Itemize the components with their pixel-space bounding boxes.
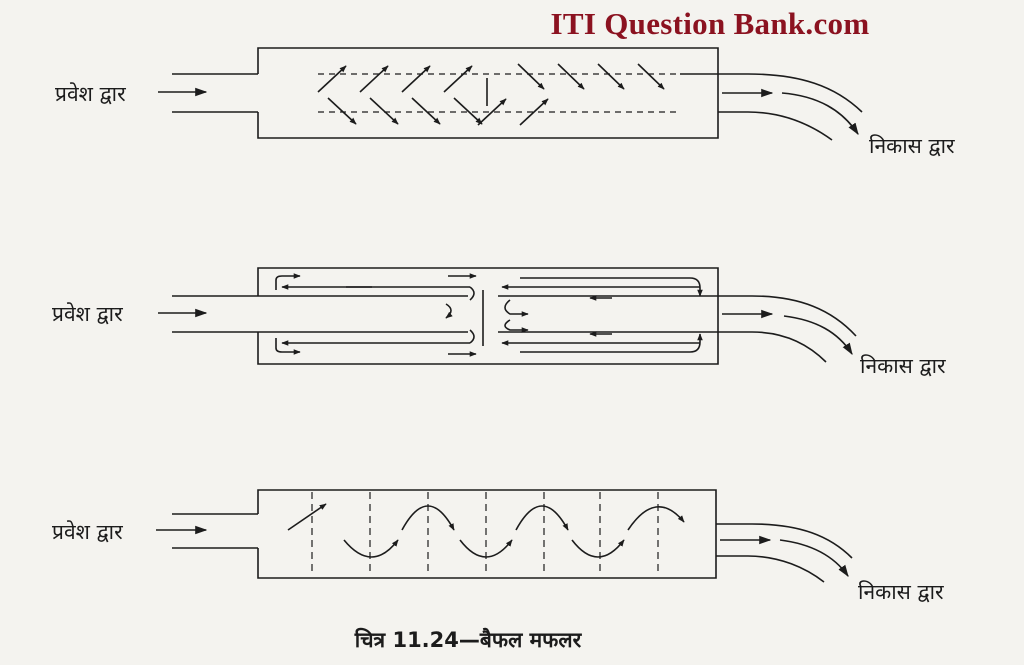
muffler-3-exit-flow-arrow	[779, 539, 849, 577]
muffler-1-downward-diagonal-arrows	[327, 63, 665, 125]
muffler-3-chamber-partitions	[311, 492, 659, 576]
muffler-1-shell	[257, 47, 719, 139]
muffler-3-serpentine-flow-arrow	[401, 505, 455, 531]
muffler-3-entry-arrow	[287, 503, 327, 531]
muffler-1-outlet-pipe-top	[680, 73, 863, 113]
muffler-3-serpentine-flow-arrow	[627, 506, 685, 531]
muffler-2-reverse-flow-arrows	[275, 273, 703, 357]
muffler-1-inlet-label: प्रवेश द्वार	[55, 82, 126, 106]
muffler-2-exit-flow-arrow	[783, 315, 853, 356]
figure-caption-text: चित्र 11.24—बैफल मफलर	[354, 628, 582, 652]
muffler-3-shell	[257, 489, 717, 579]
muffler-2-shell	[257, 267, 719, 365]
muffler-1-outlet-label: निकास द्वार	[869, 134, 955, 158]
muffler-2-outlet-label: निकास द्वार	[860, 354, 946, 378]
muffler-3-outlet-pipe-bottom	[716, 555, 825, 583]
muffler-2	[158, 267, 857, 365]
muffler-3-serpentine-flow-arrow	[515, 505, 569, 531]
muffler-1-upward-diagonal-arrows	[317, 65, 549, 126]
muffler-3-outlet-label: निकास द्वार	[858, 580, 944, 604]
site-watermark: ITI Question Bank.com	[0, 6, 1024, 42]
muffler-3	[156, 489, 853, 583]
muffler-2-outlet-pipe-bottom	[718, 331, 827, 363]
muffler-2-inlet-label: प्रवेश द्वार	[52, 302, 123, 326]
muffler-3-serpentine-flow-arrow	[343, 539, 399, 558]
muffler-2-outlet-pipe-top	[718, 295, 857, 337]
muffler-3-serpentine-flow-arrow	[459, 539, 513, 558]
muffler-3-inlet-label: प्रवेश द्वार	[52, 520, 123, 544]
muffler-1-outlet-pipe-bottom	[718, 111, 833, 141]
muffler-3-serpentine-flow-arrow	[571, 539, 625, 558]
muffler-1-exit-flow-arrow	[781, 92, 859, 135]
watermark-text: ITI Question Bank.com	[550, 6, 870, 41]
muffler-1	[158, 47, 863, 141]
figure-caption: चित्र 11.24—बैफल मफलर	[0, 626, 1024, 654]
muffler-3-outlet-pipe-top	[716, 523, 853, 559]
